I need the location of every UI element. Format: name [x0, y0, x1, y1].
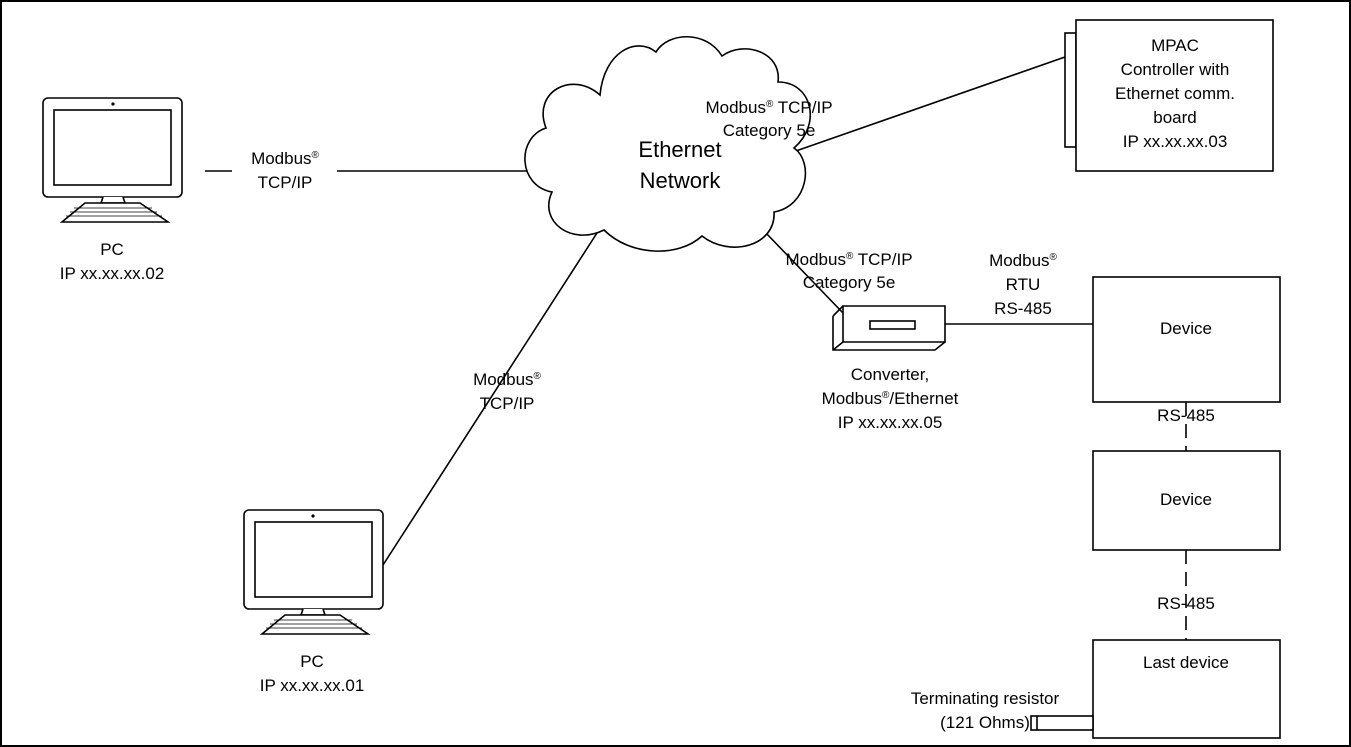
rs485-label-a: RS-485 — [1157, 406, 1215, 425]
terminator-line2: (121 Ohms) — [940, 713, 1030, 732]
link-label-pc-bottom: Modbus® TCP/IP — [473, 370, 541, 413]
link-label-pc-bottom-proto: Modbus® — [473, 370, 541, 389]
link-label-converter-proto: Modbus® TCP/IP — [785, 250, 912, 269]
link-label-pc-top: Modbus® TCP/IP — [251, 149, 319, 192]
pc-bottom-name: PC — [300, 652, 324, 671]
mpac-line4: board — [1153, 108, 1196, 127]
device-1-label: Device — [1160, 319, 1212, 338]
computer-icon — [42, 97, 183, 223]
link-label-converter: Modbus® TCP/IP Category 5e — [785, 250, 912, 292]
link-label-pc-bottom-layer: TCP/IP — [480, 394, 535, 413]
link-label-rtu-proto: Modbus® — [989, 251, 1057, 270]
mpac-link-line — [792, 56, 1066, 153]
device-2-label: Device — [1160, 490, 1212, 509]
converter-line3: IP xx.xx.xx.05 — [838, 413, 943, 432]
mpac-line2: Controller with — [1121, 60, 1230, 79]
pc-top-name: PC — [100, 240, 124, 259]
converter-line1: Converter, — [851, 365, 929, 384]
link-label-mpac: Modbus® TCP/IP Category 5e — [705, 98, 832, 140]
converter: Converter, Modbus®/Ethernet IP xx.xx.xx.… — [822, 305, 959, 432]
pc-top: PC IP xx.xx.xx.02 — [42, 97, 183, 283]
terminating-resistor: Terminating resistor (121 Ohms) — [911, 689, 1094, 732]
network-label-line1: Ethernet — [638, 137, 721, 162]
pc-bottom-ip: IP xx.xx.xx.01 — [260, 676, 365, 695]
pc-bottom-link-line — [382, 232, 598, 566]
converter-link-line — [764, 231, 844, 314]
resistor-icon — [1030, 715, 1094, 731]
pc-bottom: PC IP xx.xx.xx.01 — [243, 509, 384, 695]
converter-port-icon — [869, 320, 916, 330]
link-label-rtu-line3: RS-485 — [994, 299, 1052, 318]
mpac-line5: IP xx.xx.xx.03 — [1123, 132, 1228, 151]
pc-top-ip: IP xx.xx.xx.02 — [60, 264, 165, 283]
last-device-label: Last device — [1143, 653, 1229, 672]
converter-line2: Modbus®/Ethernet — [822, 389, 959, 408]
last-device: Last device — [1092, 639, 1281, 739]
link-label-pc-top-layer: TCP/IP — [258, 173, 313, 192]
mpac-line3: Ethernet comm. — [1115, 84, 1235, 103]
link-label-pc-top-proto: Modbus® — [251, 149, 319, 168]
link-label-converter-cable: Category 5e — [803, 273, 896, 292]
link-label-mpac-proto: Modbus® TCP/IP — [705, 98, 832, 117]
ethernet-cloud: Ethernet Network — [524, 35, 811, 252]
device-1: Device — [1092, 276, 1281, 403]
link-label-rtu-line2: RTU — [1006, 275, 1041, 294]
mpac-controller: MPAC Controller with Ethernet comm. boar… — [1064, 19, 1274, 172]
network-label-line2: Network — [640, 168, 722, 193]
link-label-mpac-cable: Category 5e — [723, 121, 816, 140]
device-2: Device — [1092, 450, 1281, 551]
rs485-label-b: RS-485 — [1157, 594, 1215, 613]
mpac-line1: MPAC — [1151, 36, 1199, 55]
terminator-line1: Terminating resistor — [911, 689, 1060, 708]
link-label-rtu: Modbus® RTU RS-485 — [989, 251, 1057, 318]
computer-icon — [243, 509, 384, 635]
